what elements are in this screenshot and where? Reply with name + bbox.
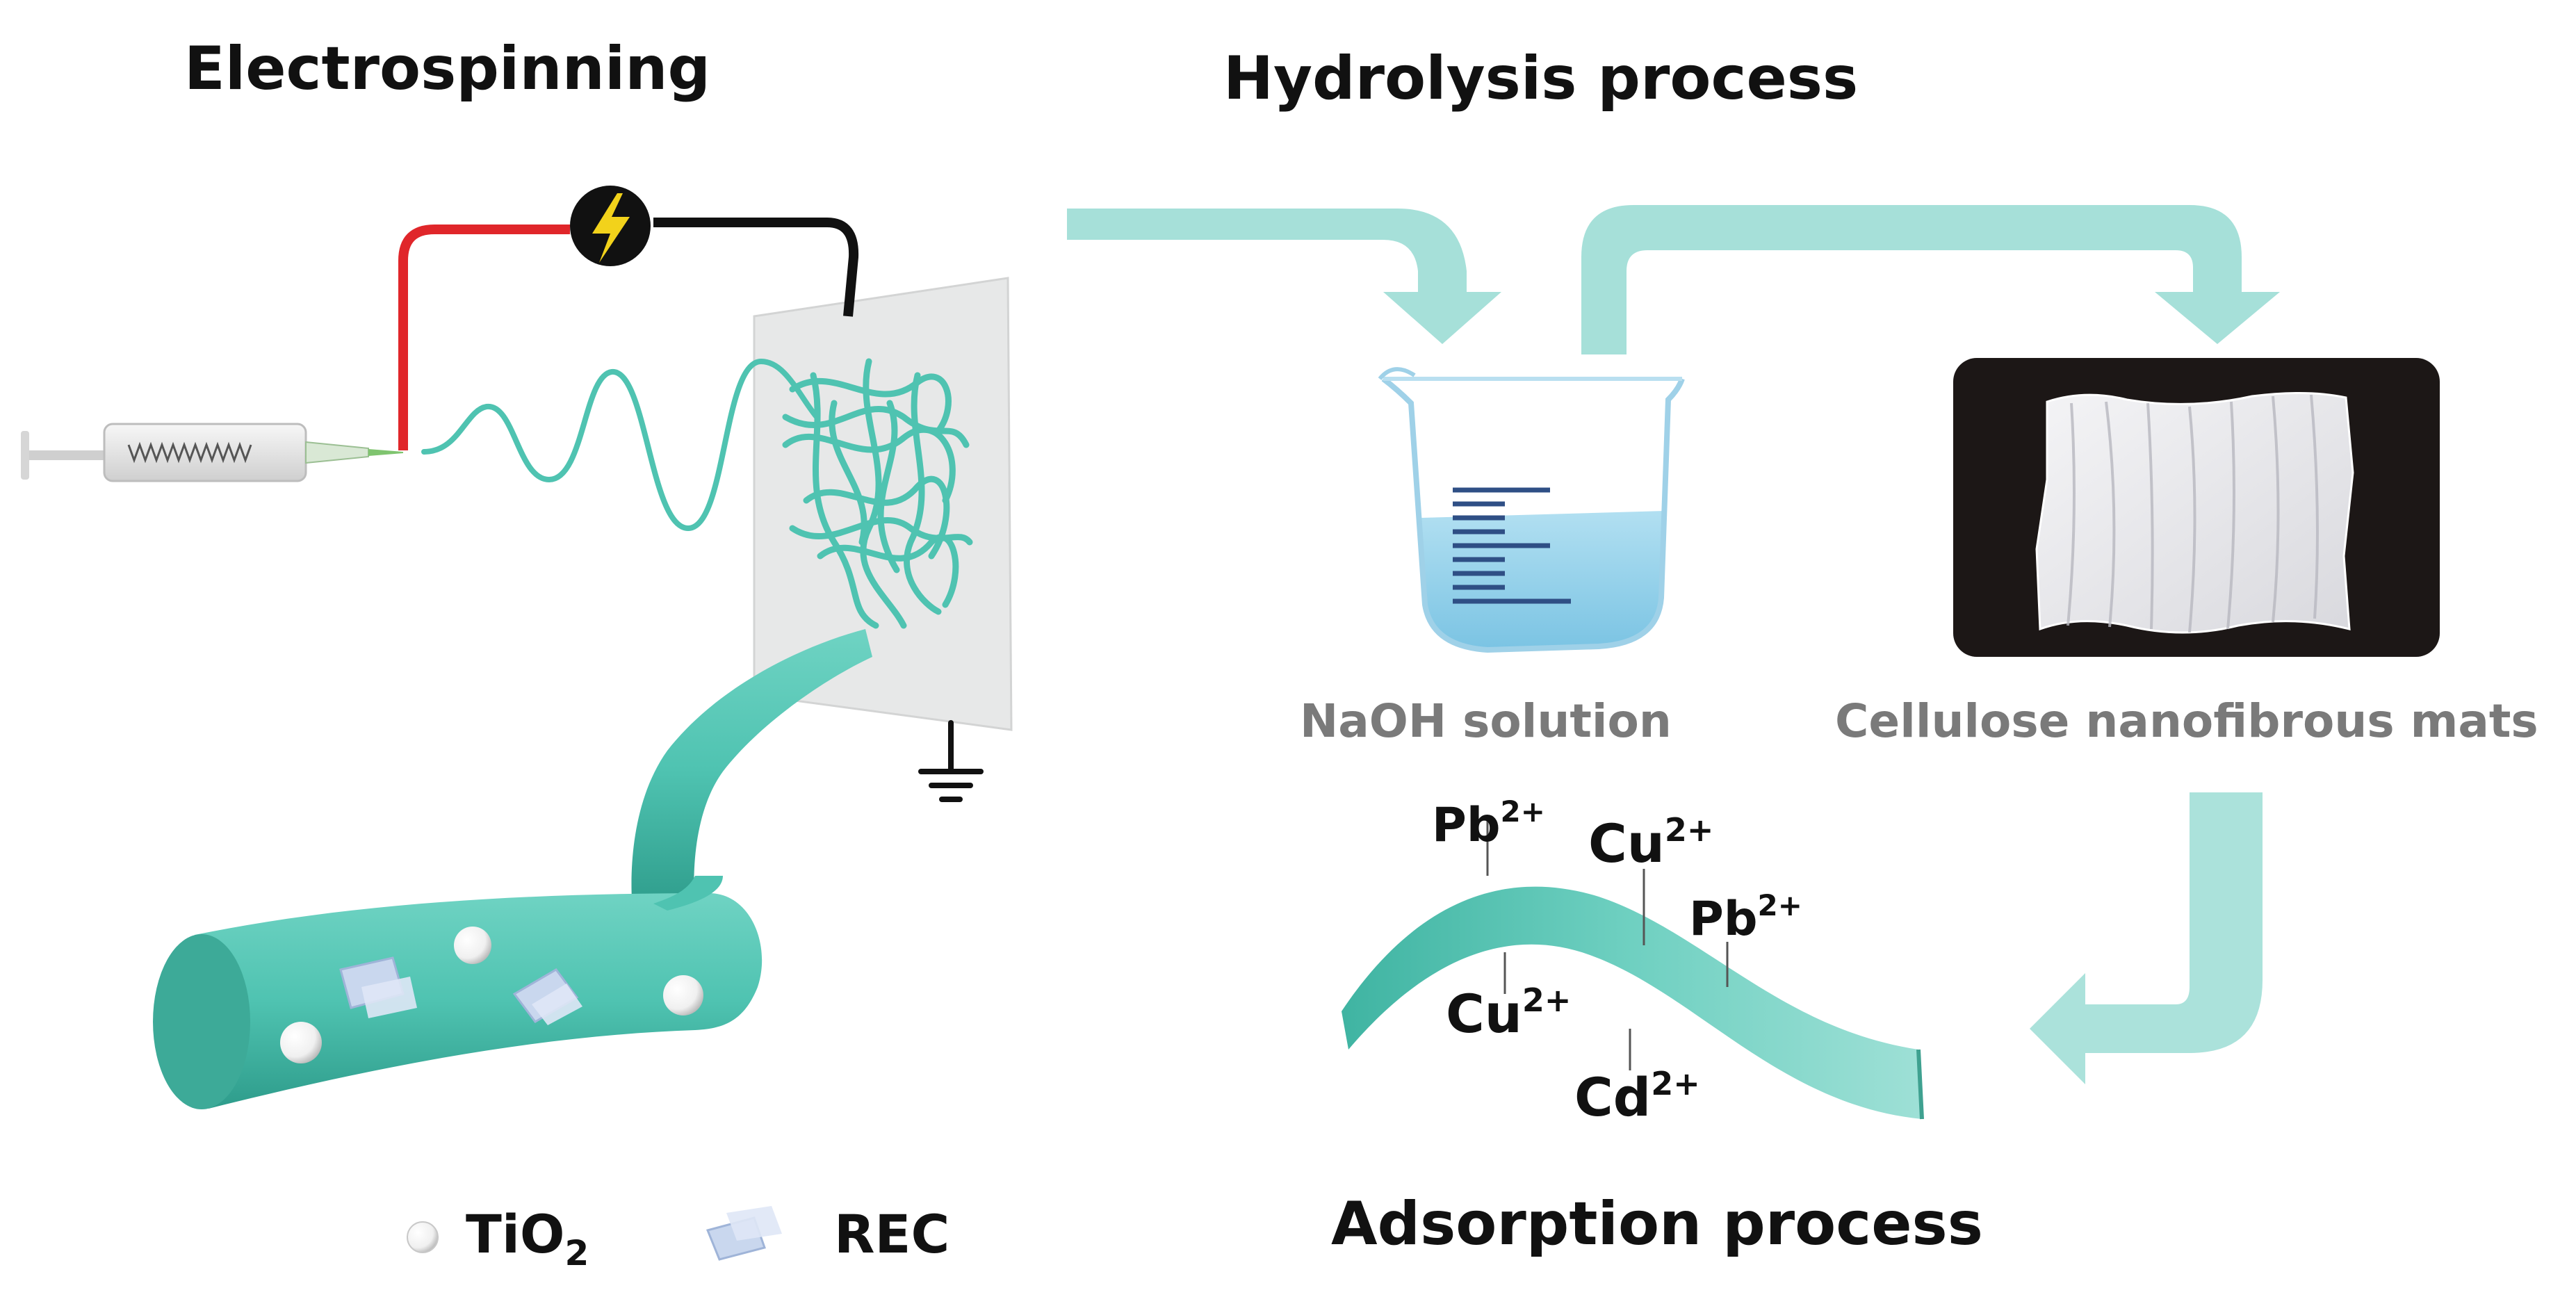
ion-cu-1-charge: 2+ (1665, 811, 1714, 849)
legend-tio2-sub: 2 (565, 1233, 589, 1273)
power-source-icon (570, 186, 651, 266)
beaker-icon (1378, 367, 1685, 653)
tio2-particle-icon (663, 975, 703, 1015)
legend-tio2-label: TiO2 (466, 1203, 589, 1273)
ion-pb-1-base: Pb (1432, 798, 1501, 853)
legend-rec-icon (706, 1206, 782, 1261)
arrow-to-adsorption (2030, 792, 2263, 1084)
ion-pb-2-base: Pb (1689, 892, 1758, 947)
adsorption-sheet (1342, 817, 1924, 1120)
ion-cu-2-base: Cu (1446, 983, 1522, 1045)
title-electrospinning: Electrospinning (184, 34, 710, 104)
ion-cd-base: Cd (1574, 1066, 1651, 1128)
legend-tio2-icon (407, 1221, 439, 1253)
syringe-icon (21, 423, 403, 482)
fiber-mat-tangle (782, 358, 973, 629)
label-cellulose-mats: Cellulose nanofibrous mats (1835, 694, 2538, 748)
label-naoh-solution: NaOH solution (1300, 694, 1672, 748)
ground-icon (918, 720, 984, 802)
legend-rec-label: REC (834, 1203, 949, 1265)
arrow-to-mats (1581, 205, 2280, 354)
electrospinning-jet (421, 358, 820, 532)
wire-black (653, 218, 859, 317)
title-hydrolysis: Hydrolysis process (1223, 44, 1858, 113)
ion-pb-2-charge: 2+ (1758, 888, 1802, 922)
ion-pb-1-charge: 2+ (1501, 794, 1545, 829)
ion-pb-1: Pb2+ (1432, 794, 1545, 853)
cellulose-mat-photo (1953, 358, 2440, 657)
magnified-fiber (153, 876, 763, 1109)
legend-tio2-base: TiO (466, 1203, 565, 1265)
ion-cu-2-charge: 2+ (1522, 981, 1572, 1019)
ion-cu-1: Cu2+ (1588, 811, 1713, 874)
ion-cd: Cd2+ (1574, 1065, 1700, 1128)
fiber-strand (631, 629, 872, 911)
ion-cd-charge: 2+ (1651, 1065, 1700, 1102)
arrow-to-beaker (1067, 209, 1501, 344)
wire-red (398, 225, 570, 450)
tio2-particle-icon (454, 927, 491, 964)
rec-flake-icon (339, 956, 417, 1018)
rec-flake-icon (512, 968, 582, 1025)
ion-pb-2: Pb2+ (1689, 888, 1802, 947)
ion-cu-2: Cu2+ (1446, 981, 1571, 1045)
title-adsorption: Adsorption process (1331, 1189, 1983, 1259)
tio2-particle-icon (280, 1022, 322, 1063)
ion-cu-1-base: Cu (1588, 813, 1665, 874)
